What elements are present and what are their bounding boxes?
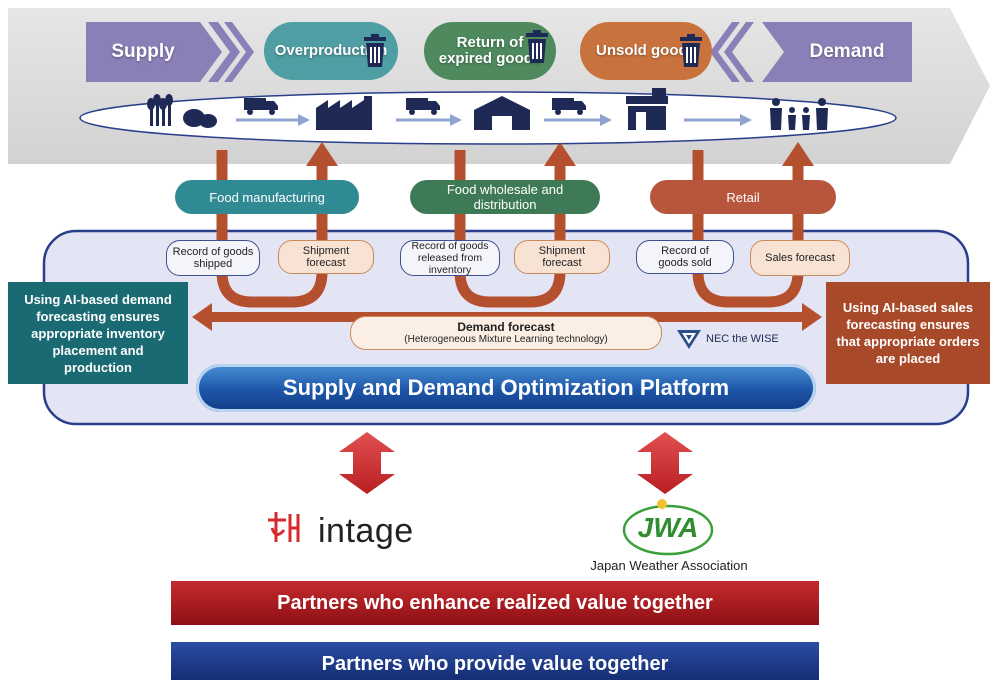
demand-arrow-shape xyxy=(710,22,912,82)
nec-logo-icon xyxy=(677,330,701,349)
demand-forecast-label: Demand forecast (Heterogeneous Mixture L… xyxy=(350,316,662,350)
platform-title-text: Supply and Demand Optimization Platform xyxy=(282,375,730,400)
nec-the-wise-logo: NEC the WISE xyxy=(676,328,779,350)
flow-loop-arrows xyxy=(216,150,804,308)
problem-unsold-goods: Unsold goods xyxy=(580,22,712,80)
jwa-logo-text: Japan Weather Association xyxy=(590,558,748,573)
sector-retail: Retail xyxy=(650,180,836,214)
problem-label: Return of expired goods xyxy=(438,34,542,67)
intage-link-arrow xyxy=(339,432,395,494)
right-note: Using AI-based sales forecasting ensures… xyxy=(826,282,990,384)
record-goods-released: Record of goods released from inventory xyxy=(400,240,500,276)
jwa-link-arrow xyxy=(637,432,693,494)
people-icon xyxy=(770,98,828,130)
intage-logo-icon xyxy=(268,512,300,542)
warehouse-icon xyxy=(474,96,530,130)
flow-loop-arrowheads xyxy=(306,142,814,166)
partners-provide-bar: Partners who provide value together xyxy=(321,652,669,675)
demand-forecast-title: Demand forecast xyxy=(457,319,555,334)
platform-title: Supply and Demand Optimization Platform xyxy=(196,364,816,412)
factory-icon xyxy=(316,96,372,130)
sales-forecast: Sales forecast xyxy=(750,240,850,276)
sector-food-manufacturing: Food manufacturing xyxy=(175,180,359,214)
trash-icon xyxy=(526,30,548,63)
demand-forecast-subtitle: (Heterogeneous Mixture Learning technolo… xyxy=(404,333,608,345)
truck-icon xyxy=(244,98,278,115)
blue-bar-bg xyxy=(171,642,819,680)
intage-logo-text: intage xyxy=(318,512,414,550)
convenience-store-icon xyxy=(626,88,668,130)
nec-logo-text: NEC the WISE xyxy=(706,333,779,345)
supply-arrow-shape xyxy=(86,22,254,82)
trash-icon xyxy=(680,34,702,67)
shipment-forecast-2: Shipment forecast xyxy=(514,240,610,274)
jwa-logo-icon xyxy=(622,499,714,556)
trash-icon xyxy=(364,34,386,67)
supply-label: Supply xyxy=(111,41,175,62)
problem-return-expired: Return of expired goods xyxy=(424,22,556,80)
truck-icon xyxy=(552,98,586,115)
demand-label: Demand xyxy=(809,41,885,62)
problem-label: Overproduction xyxy=(274,42,388,59)
record-goods-sold: Record of goods sold xyxy=(636,240,734,274)
partners-enhance-bar: Partners who enhance realized value toge… xyxy=(277,591,713,614)
sector-food-wholesale: Food wholesale and distribution xyxy=(410,180,600,214)
shipment-forecast-1: Shipment forecast xyxy=(278,240,374,274)
problem-label: Unsold goods xyxy=(596,42,696,59)
truck-icon xyxy=(406,98,440,115)
crops-icon xyxy=(147,94,217,128)
jwa-logo-mark: JWA xyxy=(637,512,699,543)
problem-overproduction: Overproduction xyxy=(264,22,398,80)
record-goods-shipped: Record of goods shipped xyxy=(166,240,260,276)
left-note: Using AI-based demand forecasting ensure… xyxy=(8,282,188,384)
red-bar-bg xyxy=(171,581,819,625)
